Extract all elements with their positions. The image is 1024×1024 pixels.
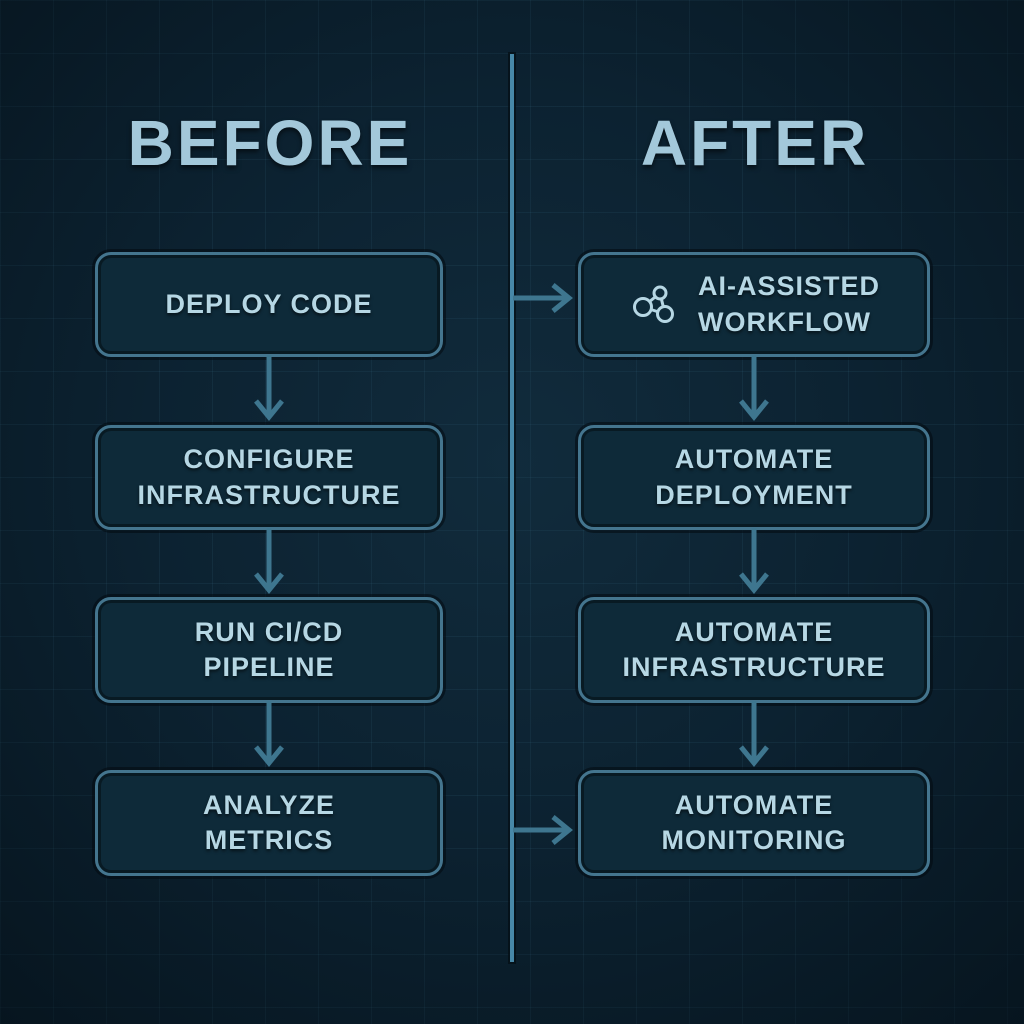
arrow-right-icon xyxy=(513,815,573,845)
step-label: AUTOMATE DEPLOYMENT xyxy=(655,444,853,510)
step-label: AUTOMATE INFRASTRUCTURE xyxy=(622,616,886,682)
step-box-automate-monitoring: AUTOMATE MONITORING xyxy=(578,770,930,876)
step-box-configure-infrastructure: CONFIGURE INFRASTRUCTURE xyxy=(95,425,443,530)
step-box-automate-infrastructure: AUTOMATE INFRASTRUCTURE xyxy=(578,597,930,703)
step-box-deploy-code: DEPLOY CODE xyxy=(95,252,443,357)
step-label: RUN CI/CD PIPELINE xyxy=(194,616,344,682)
after-title: AFTER xyxy=(640,107,870,179)
arrow-down-icon xyxy=(254,528,284,594)
step-label: AUTOMATE MONITORING xyxy=(661,789,847,855)
before-title: BEFORE xyxy=(127,107,413,179)
arrow-down-icon xyxy=(739,701,769,767)
arrow-down-icon xyxy=(254,701,284,767)
network-nodes-icon xyxy=(632,285,674,323)
step-label: DEPLOY CODE xyxy=(165,288,373,319)
step-box-ai-assisted-workflow: AI-ASSISTED WORKFLOW xyxy=(578,252,930,357)
step-label: AI-ASSISTED WORKFLOW xyxy=(697,271,881,337)
arrow-down-icon xyxy=(739,528,769,594)
step-label: CONFIGURE INFRASTRUCTURE xyxy=(137,444,401,510)
arrow-right-icon xyxy=(513,283,573,313)
step-label: ANALYZE METRICS xyxy=(202,789,336,855)
arrow-down-icon xyxy=(739,355,769,421)
step-box-automate-deployment: AUTOMATE DEPLOYMENT xyxy=(578,425,930,530)
step-box-analyze-metrics: ANALYZE METRICS xyxy=(95,770,443,876)
arrow-down-icon xyxy=(254,355,284,421)
step-box-run-cicd-pipeline: RUN CI/CD PIPELINE xyxy=(95,597,443,703)
divider-line xyxy=(510,54,514,962)
